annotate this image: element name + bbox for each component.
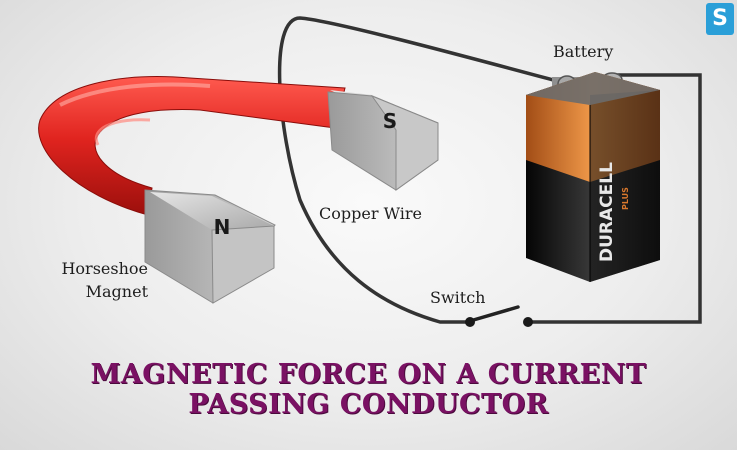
title-line2: PASSING CONDUCTOR bbox=[188, 389, 549, 420]
battery-label: Battery bbox=[553, 42, 614, 61]
horseshoe-label-line2: Magnet bbox=[85, 282, 148, 301]
switch-label: Switch bbox=[430, 288, 486, 307]
switch bbox=[465, 305, 533, 327]
south-pole-label: S bbox=[383, 109, 397, 133]
switch-terminal-right bbox=[523, 317, 533, 327]
diagram-title: MAGNETIC FORCE ON A CURRENT PASSING COND… bbox=[0, 360, 737, 420]
north-pole: N bbox=[144, 189, 276, 304]
horseshoe-label-line1: Horseshoe bbox=[61, 259, 148, 278]
south-pole: S bbox=[327, 90, 439, 191]
copper-wire-label: Copper Wire bbox=[319, 204, 422, 223]
switch-terminal-left bbox=[465, 317, 475, 327]
copper-wire bbox=[277, 16, 702, 324]
title-line1: MAGNETIC FORCE ON A CURRENT bbox=[90, 359, 647, 390]
north-pole-label: N bbox=[214, 215, 231, 239]
battery: DURACELL PLUS bbox=[526, 72, 660, 282]
battery-brand: DURACELL bbox=[597, 162, 617, 262]
site-logo-badge[interactable]: S bbox=[706, 3, 734, 35]
horseshoe-magnet: S N bbox=[38, 76, 439, 304]
horseshoe-magnet-label: Horseshoe Magnet bbox=[52, 257, 148, 303]
battery-sub: PLUS bbox=[621, 187, 630, 210]
